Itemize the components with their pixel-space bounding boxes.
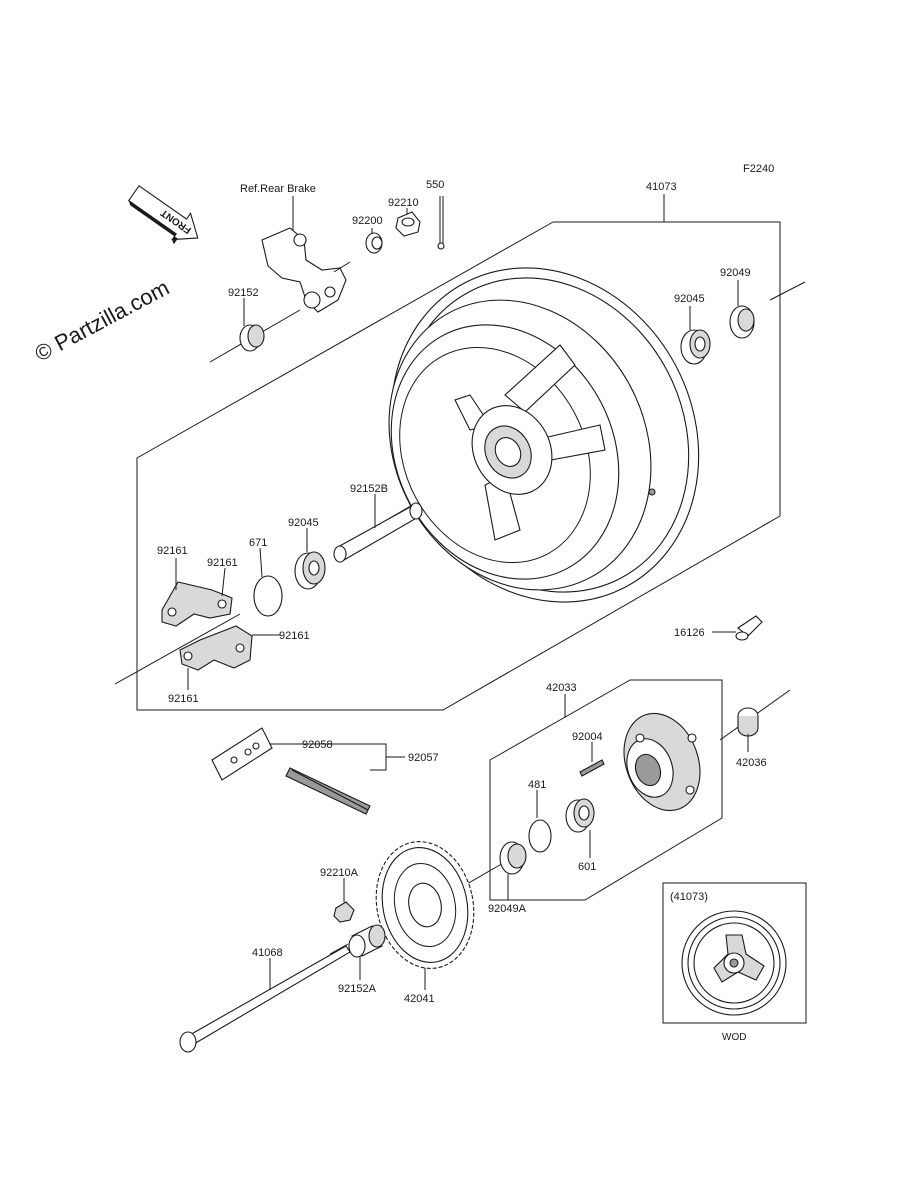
cap-42036	[737, 707, 759, 737]
part-label-92200[interactable]: 92200	[352, 215, 383, 227]
part-label-92152B[interactable]: 92152B	[350, 483, 388, 495]
cotter-pin-550	[437, 196, 445, 250]
part-label-92152[interactable]: 92152	[228, 287, 259, 299]
part-label-92049[interactable]: 92049	[720, 267, 751, 279]
inset-ref-label: (41073)	[670, 891, 708, 903]
part-label-92004[interactable]: 92004	[572, 731, 603, 743]
chain-link-92058	[211, 727, 273, 781]
collar-92152A	[348, 924, 386, 958]
part-label-481[interactable]: 481	[528, 779, 546, 791]
hub-group-frame	[489, 679, 723, 901]
watermark: © Partzilla.com	[31, 275, 174, 367]
part-label-92049A[interactable]: 92049A	[488, 903, 527, 915]
nut-92210A	[333, 901, 355, 923]
oil-seal-92049	[729, 305, 755, 339]
inset-caption: WOD	[722, 1032, 746, 1043]
part-label-16126[interactable]: 16126	[674, 627, 705, 639]
collar-92200	[365, 232, 383, 254]
part-label-92161-a[interactable]: 92161	[157, 545, 188, 557]
front-arrow-icon: FRONT	[127, 185, 199, 245]
part-label-41073[interactable]: 41073	[646, 181, 677, 193]
damper-92161-lower	[179, 625, 253, 671]
part-label-42036[interactable]: 42036	[736, 757, 767, 769]
nut-92210	[395, 211, 421, 237]
part-label-601[interactable]: 601	[578, 861, 596, 873]
damper-92161-upper	[161, 581, 233, 627]
part-label-92161-c[interactable]: 92161	[279, 630, 310, 642]
rear-wheel-41073	[388, 267, 700, 603]
part-label-92058[interactable]: 92058	[302, 739, 333, 751]
figure-code: F2240	[743, 163, 774, 175]
circlip-481	[528, 819, 552, 853]
stud-92004	[579, 759, 605, 777]
brake-bracket	[261, 218, 351, 313]
oil-seal-92049A	[499, 841, 527, 875]
part-label-42033[interactable]: 42033	[546, 682, 577, 694]
valve-16126	[735, 615, 763, 641]
sprocket-42041	[375, 841, 475, 969]
part-label-92057[interactable]: 92057	[408, 752, 439, 764]
part-label-92045-top[interactable]: 92045	[674, 293, 705, 305]
chain-92057	[285, 767, 371, 815]
bearing-92045-top	[680, 329, 711, 365]
bearing-601	[565, 798, 595, 833]
o-ring-671	[253, 575, 283, 617]
part-label-550[interactable]: 550	[426, 179, 444, 191]
axle-41068	[179, 943, 351, 1053]
part-label-92161-b[interactable]: 92161	[207, 557, 238, 569]
inset-frame	[662, 882, 807, 1024]
bearing-92045-mid	[294, 551, 326, 590]
part-label-41068[interactable]: 41068	[252, 947, 283, 959]
sprocket-hub-42033	[623, 712, 701, 812]
part-label-92161-d[interactable]: 92161	[168, 693, 199, 705]
inset-wheel-icon	[681, 910, 787, 1016]
ref-rear-brake-label: Ref.Rear Brake	[240, 183, 316, 195]
collar-92152	[239, 324, 265, 352]
part-label-92045-mid[interactable]: 92045	[288, 517, 319, 529]
part-label-671[interactable]: 671	[249, 537, 267, 549]
spacer-92152B	[333, 502, 423, 563]
part-label-92152A[interactable]: 92152A	[338, 983, 377, 995]
part-label-92210[interactable]: 92210	[388, 197, 419, 209]
part-label-92210A[interactable]: 92210A	[320, 867, 359, 879]
part-label-42041[interactable]: 42041	[404, 993, 435, 1005]
